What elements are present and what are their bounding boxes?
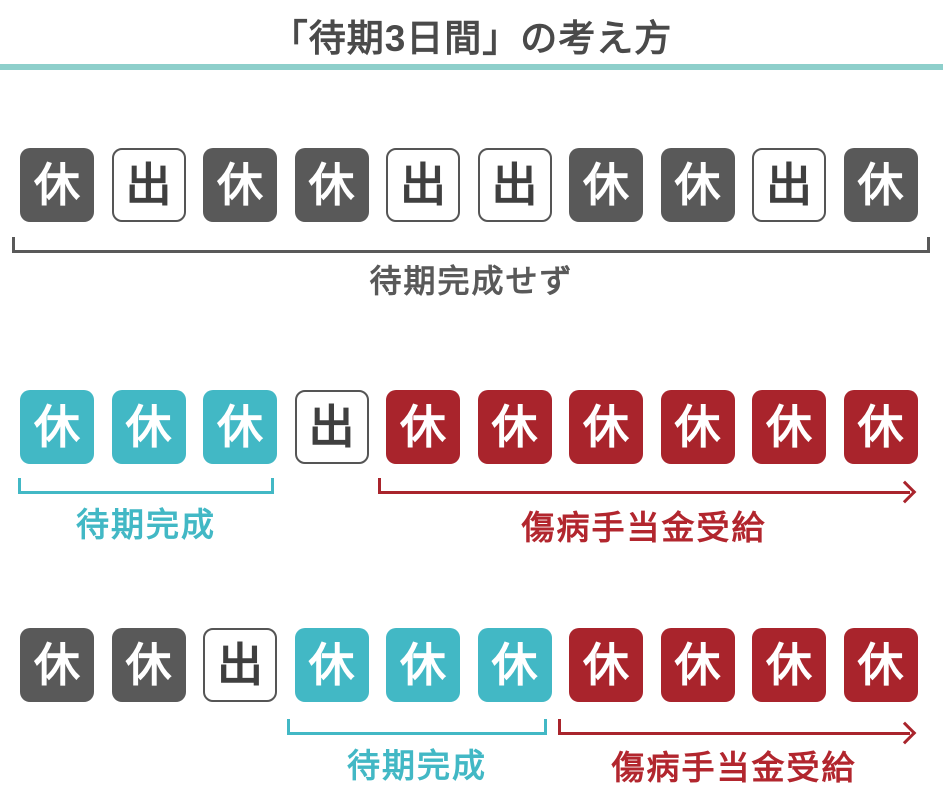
row2-benefit-caption: 傷病手当金受給 [521, 509, 767, 546]
day-box-rest: 休 [111, 390, 186, 464]
page-title: 「待期3日間」の考え方 [270, 18, 673, 59]
day-row-1: 休 出 休 休 出 出 休 休 出 休 [20, 148, 918, 222]
day-box-rest: 休 [843, 390, 918, 464]
day-box-rest: 休 [386, 390, 460, 464]
day-box-rest: 休 [752, 390, 826, 464]
day-box-rest: 休 [20, 390, 94, 464]
day-box-rest: 休 [843, 628, 918, 702]
row3-benefit-caption: 傷病手当金受給 [611, 749, 857, 786]
row3-waiting-caption: 待期完成 [347, 747, 487, 784]
day-box-rest: 休 [203, 148, 277, 222]
row3-waiting-bracket [287, 719, 547, 735]
day-box-work: 出 [477, 148, 552, 222]
title-underline [0, 64, 943, 70]
arrow-right-icon [893, 480, 917, 504]
day-box-rest: 休 [477, 390, 552, 464]
day-box-rest: 休 [294, 628, 369, 702]
day-row-2: 休 休 休 出 休 休 休 休 休 休 [20, 390, 918, 464]
row3-benefit-arrow [558, 719, 917, 745]
day-box-rest: 休 [477, 628, 552, 702]
day-box-work: 出 [111, 148, 186, 222]
day-box-work: 出 [752, 148, 826, 222]
row2-benefit-arrow [378, 478, 917, 504]
day-box-rest: 休 [111, 628, 186, 702]
day-box-rest: 休 [569, 628, 643, 702]
day-box-rest: 休 [660, 628, 735, 702]
day-box-rest: 休 [569, 148, 643, 222]
day-box-rest: 休 [843, 148, 918, 222]
row2-waiting-bracket [18, 478, 274, 494]
day-box-work: 出 [203, 628, 277, 702]
day-box-rest: 休 [660, 390, 735, 464]
day-box-rest: 休 [752, 628, 826, 702]
day-box-rest: 休 [294, 148, 369, 222]
day-box-rest: 休 [20, 628, 94, 702]
day-row-3: 休 休 出 休 休 休 休 休 休 休 [20, 628, 918, 702]
day-box-work: 出 [294, 390, 369, 464]
day-box-rest: 休 [660, 148, 735, 222]
day-box-rest: 休 [20, 148, 94, 222]
day-box-work: 出 [386, 148, 460, 222]
day-box-rest: 休 [386, 628, 460, 702]
row1-caption: 待期完成せず [369, 263, 574, 299]
day-box-rest: 休 [203, 390, 277, 464]
day-box-rest: 休 [569, 390, 643, 464]
row1-full-bracket [12, 237, 930, 253]
row2-waiting-caption: 待期完成 [76, 506, 216, 543]
